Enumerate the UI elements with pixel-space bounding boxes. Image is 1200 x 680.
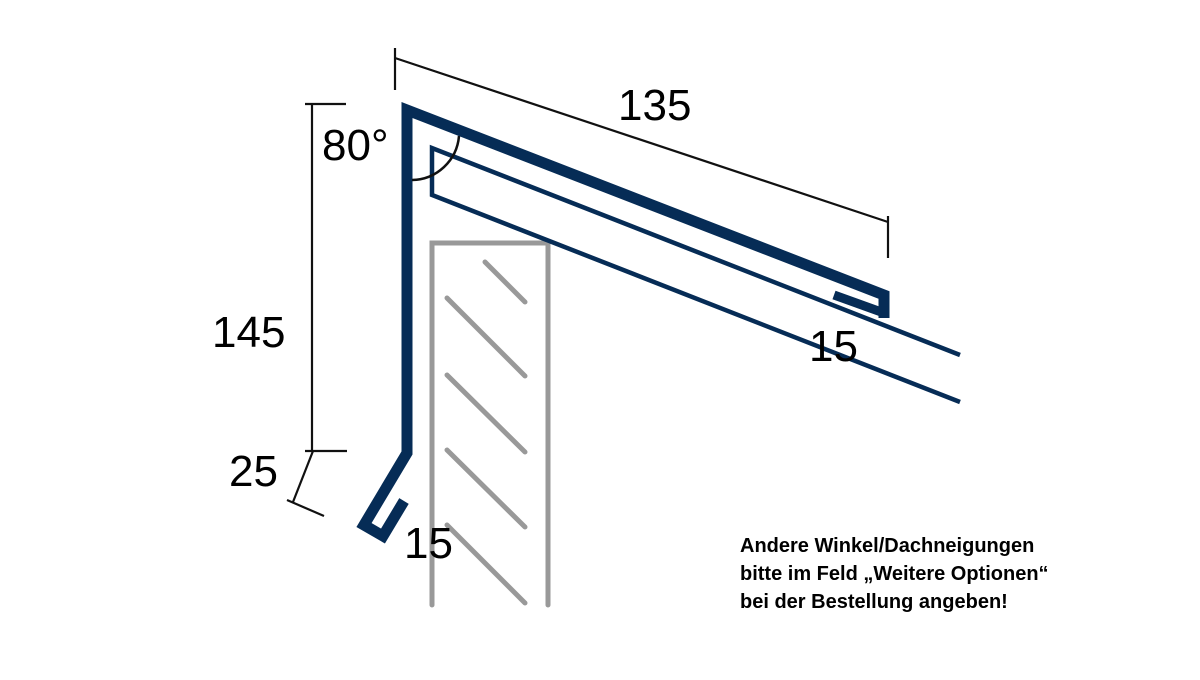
dimension-bottom-hem: 15 [404, 519, 453, 568]
flashing-profile [356, 101, 890, 544]
dimension-lines [286, 48, 890, 518]
dimension-top-length: 135 [618, 81, 691, 130]
dimension-height: 145 [212, 308, 285, 357]
dimension-angle: 80° [322, 121, 389, 170]
dimension-top-hem: 15 [809, 322, 858, 371]
roof-rafter [429, 144, 961, 405]
wall [429, 240, 551, 608]
order-note-line: bitte im Feld „Weitere Optionen“ [740, 563, 1049, 585]
dimension-bottom-bend: 25 [229, 447, 278, 496]
order-note-line: bei der Bestellung angeben! [740, 591, 1008, 613]
order-note: Andere Winkel/Dachneigungen bitte im Fel… [740, 532, 1049, 616]
order-note-line: Andere Winkel/Dachneigungen [740, 535, 1035, 557]
